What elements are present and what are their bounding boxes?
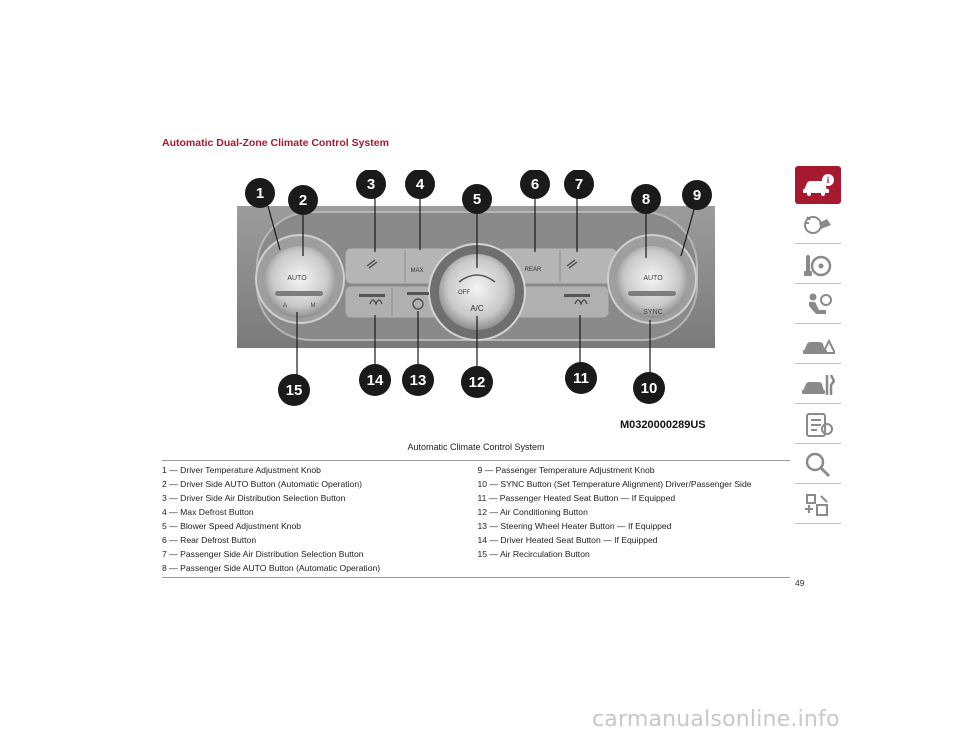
- callout-4: 4: [405, 170, 435, 199]
- svg-text:3: 3: [367, 176, 375, 193]
- svg-text:6: 6: [531, 176, 539, 193]
- svg-text:8: 8: [642, 191, 650, 208]
- callout-12: 12: [461, 366, 493, 398]
- tab-index[interactable]: [795, 446, 841, 484]
- callout-layer: 1 2 3 4 5 6 7 8 9 10 11 12 13 14 15: [245, 170, 712, 406]
- legend-item: 5 — Blower Speed Adjustment Knob: [162, 521, 302, 531]
- legend-item: 2 — Driver Side AUTO Button (Automatic O…: [162, 479, 362, 489]
- left-a-label: A: [283, 303, 287, 309]
- left-m-label: M: [311, 303, 316, 309]
- chapter-sidebar: i: [795, 166, 841, 526]
- page-number: 49: [795, 578, 805, 588]
- svg-text:4: 4: [416, 176, 425, 193]
- legend-left-column: 1 — Driver Temperature Adjustment Knob 2…: [162, 463, 475, 575]
- callout-1: 1: [245, 178, 275, 208]
- climate-panel-illustration: AUTO A M AUTO SYNC OFF A/C MAX REAR: [237, 194, 715, 376]
- svg-text:1: 1: [256, 185, 264, 202]
- tab-in-case-of-emergency[interactable]: [795, 326, 841, 364]
- dashboard-lights-icon: [804, 215, 831, 234]
- sync-label: SYNC: [643, 309, 662, 316]
- callout-3: 3: [356, 170, 386, 199]
- callout-8: 8: [631, 184, 661, 214]
- callout-7: 7: [564, 170, 594, 199]
- tab-technical-specifications[interactable]: [795, 406, 841, 444]
- legend-item: 1 — Driver Temperature Adjustment Knob: [162, 465, 321, 475]
- figure-code: M0320000289US: [620, 419, 706, 431]
- legend-item: 11 — Passenger Heated Seat Button — If E…: [477, 493, 676, 503]
- magnifier-icon: [805, 452, 831, 477]
- maintenance-list-icon: [806, 412, 833, 437]
- svg-text:10: 10: [641, 380, 658, 397]
- ac-label: A/C: [470, 304, 484, 313]
- callout-13: 13: [402, 364, 434, 396]
- watermark-text: carmanualsonline.info: [592, 707, 840, 732]
- svg-text:13: 13: [410, 372, 427, 389]
- legend-item: 7 — Passenger Side Air Distribution Sele…: [162, 549, 364, 559]
- legend-item: 4 — Max Defrost Button: [162, 507, 254, 517]
- svg-text:2: 2: [299, 192, 307, 209]
- svg-text:5: 5: [473, 191, 481, 208]
- left-auto-label: AUTO: [287, 275, 307, 282]
- svg-text:11: 11: [573, 370, 589, 387]
- max-label: MAX: [410, 268, 423, 274]
- svg-text:7: 7: [575, 176, 583, 193]
- steering-wheel-icon: [804, 254, 832, 276]
- tab-servicing-and-maintenance[interactable]: [795, 366, 841, 404]
- legend-table: 1 — Driver Temperature Adjustment Knob 2…: [162, 460, 790, 578]
- legend-item: 9 — Passenger Temperature Adjustment Kno…: [477, 465, 655, 475]
- legend-item: 14 — Driver Heated Seat Button — If Equi…: [477, 535, 658, 545]
- seat-airbag-icon: [809, 293, 832, 314]
- legend-item: 12 — Air Conditioning Button: [477, 507, 588, 517]
- right-auto-label: AUTO: [643, 275, 663, 282]
- callout-15: 15: [278, 374, 310, 406]
- tab-safety[interactable]: [795, 286, 841, 324]
- callout-5: 5: [462, 184, 492, 214]
- climate-control-figure: AUTO A M AUTO SYNC OFF A/C MAX REAR: [237, 170, 715, 440]
- tab-starting-and-operating[interactable]: [795, 246, 841, 284]
- off-label: OFF: [458, 290, 470, 296]
- car-warning-icon: [803, 338, 835, 354]
- legend-item: 8 — Passenger Side AUTO Button (Automati…: [162, 563, 381, 573]
- callout-9: 9: [682, 180, 712, 210]
- legend-right-column: 9 — Passenger Temperature Adjustment Kno…: [475, 463, 791, 575]
- svg-text:i: i: [827, 175, 830, 185]
- callout-6: 6: [520, 170, 550, 199]
- legend-item: 6 — Rear Defrost Button: [162, 535, 257, 545]
- svg-text:9: 9: [693, 187, 701, 204]
- svg-text:15: 15: [286, 382, 303, 399]
- multimedia-icon: [805, 493, 828, 516]
- svg-text:14: 14: [367, 372, 384, 389]
- tab-multimedia[interactable]: [795, 486, 841, 524]
- section-title: Automatic Dual-Zone Climate Control Syst…: [162, 137, 389, 149]
- car-info-icon: i: [803, 174, 834, 196]
- tab-instrument-panel[interactable]: [795, 206, 841, 244]
- figure-caption: Automatic Climate Control System: [407, 442, 545, 452]
- legend-item: 3 — Driver Side Air Distribution Selecti…: [162, 493, 346, 503]
- tab-getting-to-know-your-vehicle[interactable]: i: [795, 166, 841, 204]
- callout-2: 2: [288, 185, 318, 215]
- callout-11: 11: [565, 362, 597, 394]
- callout-10: 10: [633, 372, 665, 404]
- legend-item: 10 — SYNC Button (Set Temperature Alignm…: [477, 479, 752, 489]
- rear-label: REAR: [525, 267, 542, 273]
- legend-item: 15 — Air Recirculation Button: [477, 549, 590, 559]
- legend-item: 13 — Steering Wheel Heater Button — If E…: [477, 521, 672, 531]
- callout-14: 14: [359, 364, 391, 396]
- svg-text:12: 12: [469, 374, 486, 391]
- car-tools-icon: [802, 373, 835, 395]
